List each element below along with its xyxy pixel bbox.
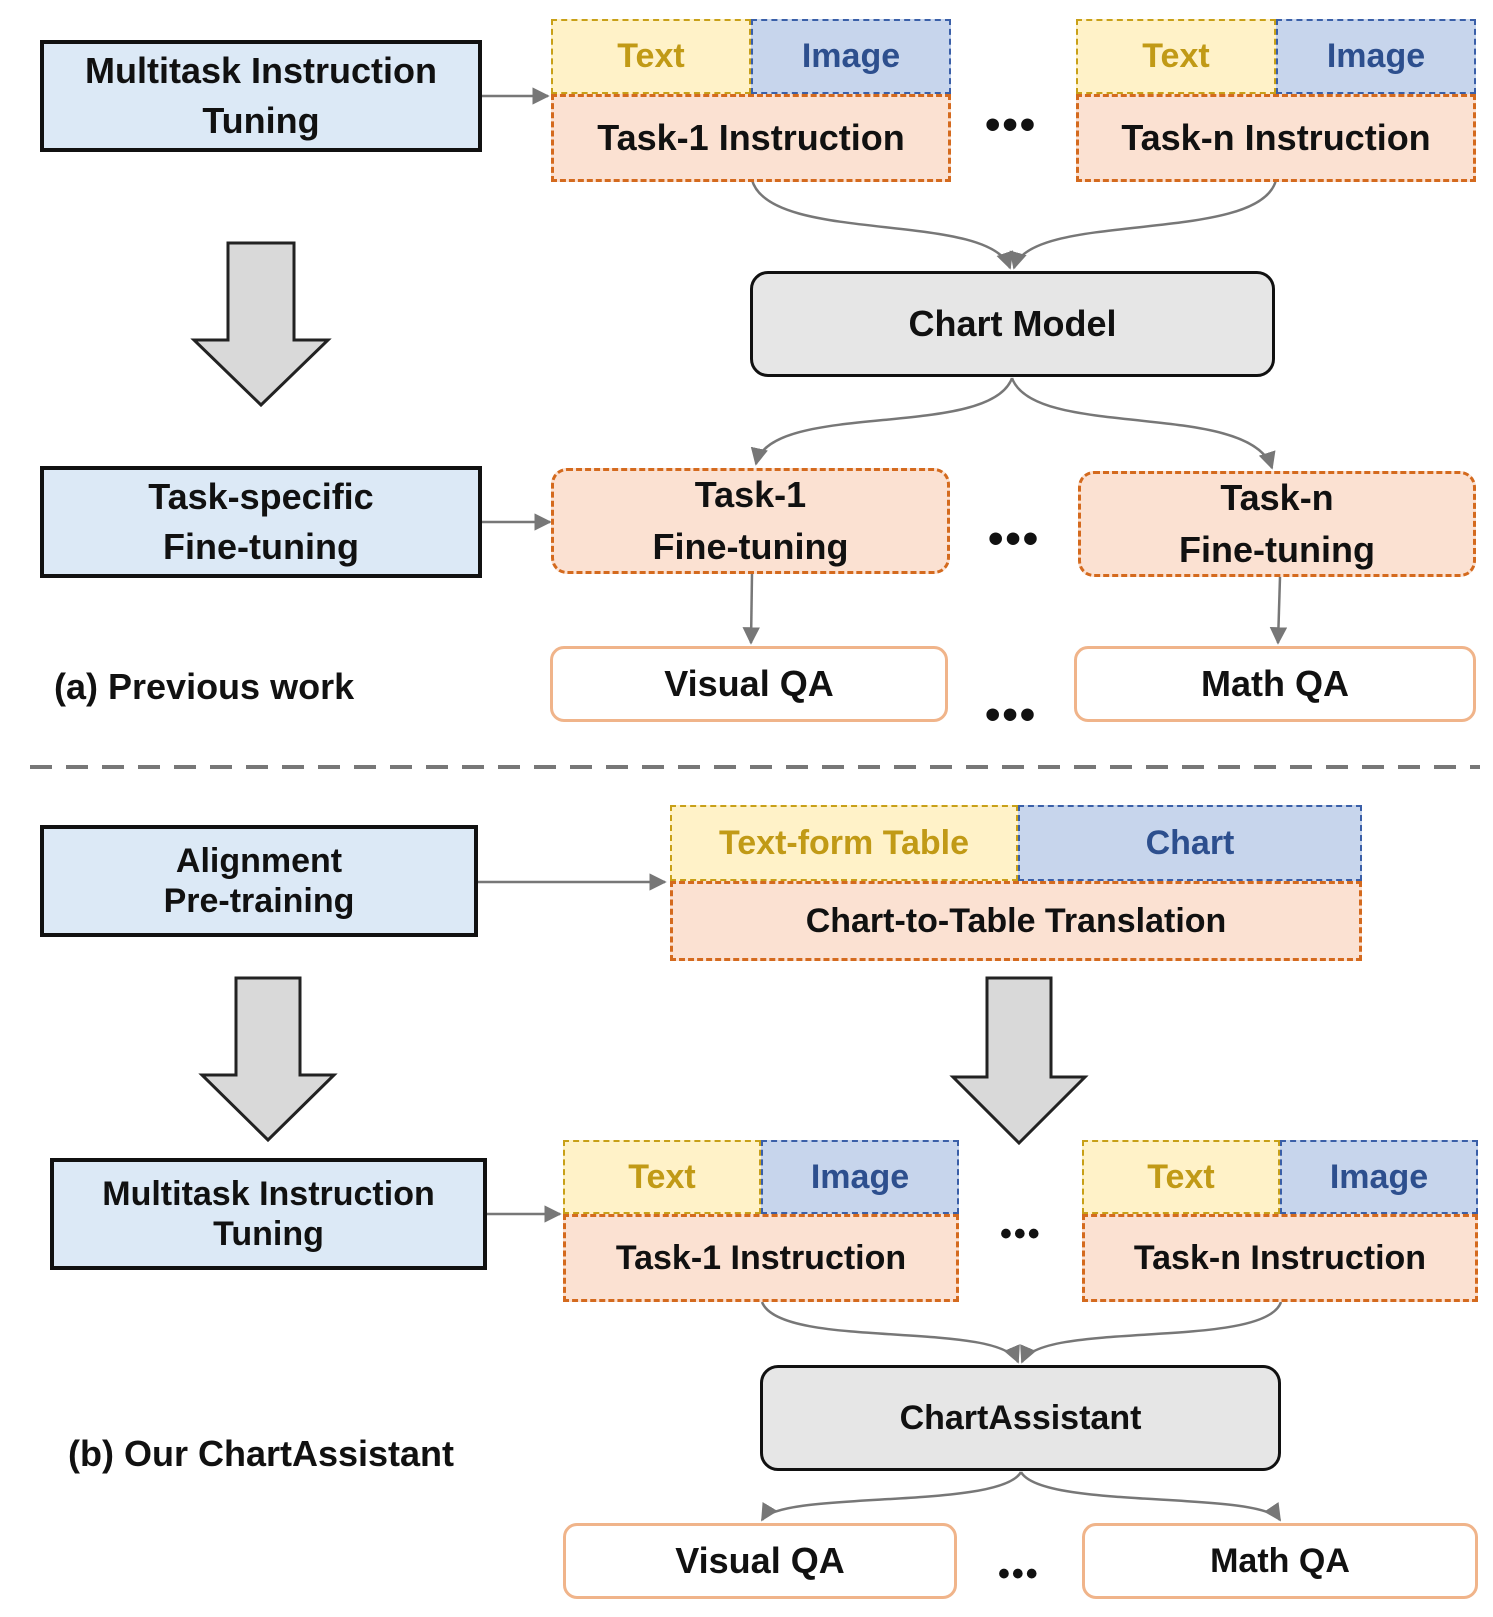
task1-finetune-line1: Task-1 (694, 474, 807, 515)
arrow-a-task1ft-to-visualqa (742, 573, 760, 645)
text-tag-an: Text (1076, 19, 1276, 94)
output-visual-qa-a: Visual QA (550, 646, 948, 722)
curve-a-model-to-tasknft (1010, 377, 1276, 470)
stage-alignment-pretraining: Alignment Pre-training (40, 825, 478, 937)
stage-alignment-line1: Alignment (175, 842, 343, 880)
stage-task-specific-finetune: Task-specific Fine-tuning (40, 466, 482, 578)
image-tag-an: Image (1276, 19, 1476, 94)
task1-finetune-box: Task-1 Fine-tuning (551, 468, 950, 574)
text-form-table-tag: Text-form Table (670, 805, 1018, 881)
ellipsis-b-outputs: ••• (998, 1555, 1040, 1593)
stage-multitask-instruction-a: Multitask Instruction Tuning (40, 40, 482, 152)
image-tag-bn: Image (1280, 1140, 1478, 1214)
task1-instruction-b: Task-1 Instruction (563, 1214, 959, 1302)
text-tag-bn: Text (1082, 1140, 1280, 1214)
chart-model-box: Chart Model (750, 271, 1275, 377)
chart-tag: Chart (1018, 805, 1362, 881)
ellipsis-a-outputs: ••• (985, 690, 1038, 739)
task1-finetune-line2: Fine-tuning (652, 526, 849, 567)
caption-a: (a) Previous work (54, 666, 355, 707)
curve-b-task1-to-model (760, 1301, 1020, 1364)
stage-multitask-line2: Tuning (202, 100, 320, 141)
stage-multitask-b-line1: Multitask Instruction (102, 1175, 435, 1213)
output-math-qa-a: Math QA (1074, 646, 1476, 722)
stage-multitask-line1: Multitask Instruction (84, 50, 438, 91)
curve-a-model-to-task1ft (750, 377, 1014, 466)
caption-b: (b) Our ChartAssistant (68, 1433, 455, 1474)
taskn-finetune-line1: Task-n (1220, 477, 1334, 518)
taskn-finetune-line2: Fine-tuning (1179, 529, 1375, 570)
block-arrow-b-left (198, 976, 338, 1143)
stage-alignment-line2: Pre-training (163, 882, 355, 920)
curve-b-model-to-mathqa (1019, 1471, 1282, 1522)
stage-multitask-instruction-b: Multitask Instruction Tuning (50, 1158, 487, 1270)
output-math-qa-b: Math QA (1082, 1523, 1478, 1599)
curve-b-taskn-to-model (1020, 1301, 1283, 1364)
ellipsis-a-instructions: ••• (985, 100, 1038, 149)
ellipsis-a-finetune: ••• (988, 514, 1041, 563)
chartassistant-box: ChartAssistant (760, 1365, 1281, 1471)
chart-to-table-translation: Chart-to-Table Translation (670, 881, 1362, 961)
curve-a-task1-to-model (750, 179, 1014, 270)
ellipsis-b-instructions: ••• (1000, 1215, 1042, 1253)
stage-finetune-line2: Fine-tuning (163, 526, 359, 567)
block-arrow-b-right (949, 976, 1089, 1146)
curve-a-taskn-to-model (1009, 179, 1278, 270)
text-tag-a1: Text (551, 19, 751, 94)
task1-instruction-a: Task-1 Instruction (551, 94, 951, 182)
taskn-finetune-box: Task-n Fine-tuning (1078, 471, 1476, 577)
output-visual-qa-b: Visual QA (563, 1523, 957, 1599)
stage-finetune-line1: Task-specific (148, 476, 374, 517)
image-tag-b1: Image (761, 1140, 959, 1214)
image-tag-a1: Image (751, 19, 951, 94)
text-tag-b1: Text (563, 1140, 761, 1214)
stage-multitask-b-line2: Tuning (213, 1215, 324, 1253)
arrow-a-tasknft-to-mathqa (1269, 576, 1288, 645)
taskn-instruction-a: Task-n Instruction (1076, 94, 1476, 182)
curve-b-model-to-visualqa (760, 1471, 1023, 1522)
taskn-instruction-b: Task-n Instruction (1082, 1214, 1478, 1302)
block-arrow-a (190, 241, 332, 408)
